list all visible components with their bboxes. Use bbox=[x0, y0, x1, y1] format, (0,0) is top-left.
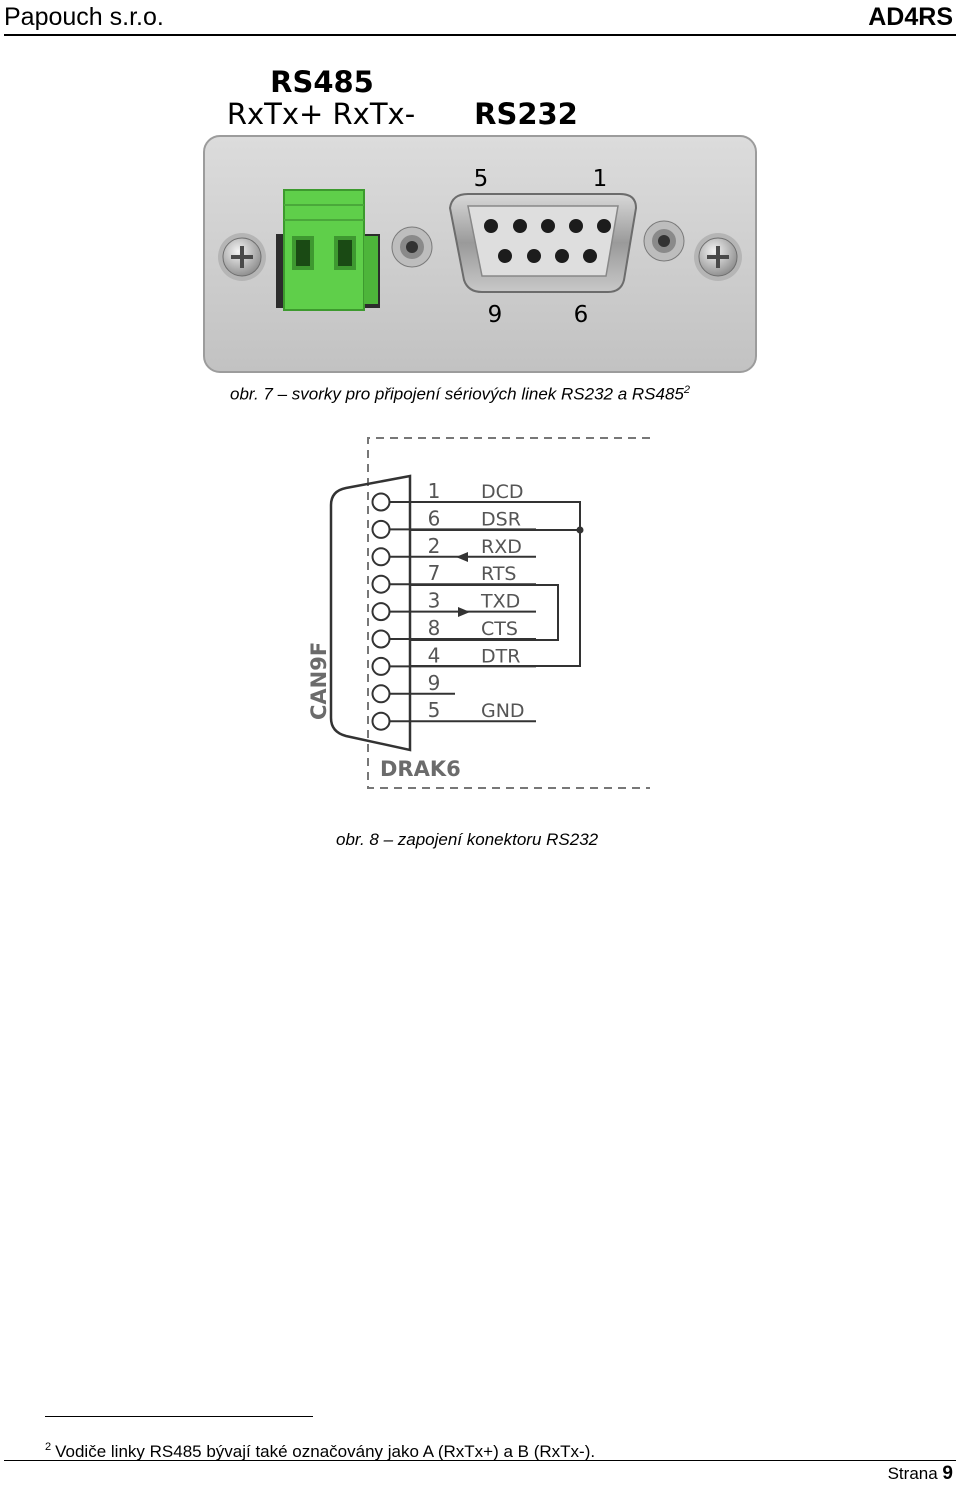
pin-5-circle bbox=[371, 711, 391, 731]
pin-3-circle bbox=[371, 602, 391, 622]
figure7-caption-text: obr. 7 – svorky pro připojení sériových … bbox=[230, 384, 684, 404]
footnote-separator bbox=[45, 1416, 313, 1417]
rs485-terminals-label: RxTx+ RxTx- bbox=[227, 97, 415, 131]
dsub9-connector bbox=[448, 193, 638, 293]
txd-arrow-icon bbox=[458, 607, 470, 617]
rs485-title: RS485 bbox=[270, 65, 374, 99]
bridge-junction-dot bbox=[576, 526, 584, 534]
dcd-dsr-dtr-bridge bbox=[410, 501, 581, 667]
pin-number-label: 5 bbox=[428, 698, 441, 722]
connector-type-label: CAN9F bbox=[307, 642, 331, 720]
pin-signal-label: DTR bbox=[481, 645, 520, 667]
figure8-caption: obr. 8 – zapojení konektoru RS232 bbox=[336, 830, 599, 849]
pin-label-top-left: 5 bbox=[474, 166, 489, 192]
page-label: Strana bbox=[887, 1464, 938, 1483]
rs485-terminal-block bbox=[276, 189, 380, 311]
pin-7-circle bbox=[371, 574, 391, 594]
footer-divider bbox=[4, 1460, 956, 1461]
pin-label-top-right: 1 bbox=[593, 166, 608, 192]
pin-number-label: 7 bbox=[428, 561, 441, 585]
footnote-reference: 2 bbox=[683, 384, 691, 396]
figure7-connector-photo: RS485 RxTx+ RxTx- RS232 bbox=[203, 65, 757, 373]
page-number: Strana 9 bbox=[888, 1464, 953, 1484]
pin-8-circle bbox=[371, 629, 391, 649]
pin-signal-label: DSR bbox=[481, 508, 521, 530]
pin-signal-label: TXD bbox=[480, 591, 520, 613]
page-number-value: 9 bbox=[942, 1463, 953, 1484]
pin-2-circle bbox=[371, 547, 391, 567]
pin-number-label: 9 bbox=[428, 671, 441, 695]
footnote-text: Vodiče linky RS485 bývají také označován… bbox=[55, 1442, 596, 1461]
device-label: DRAK6 bbox=[380, 757, 461, 781]
figure7-caption: obr. 7 – svorky pro připojení sériových … bbox=[230, 380, 690, 405]
pin-rows: 1 DCD 6 DSR 2 RXD 7 RTS 3 TXD 8 CTS 4 DTR 9 5 GND bbox=[371, 479, 536, 731]
pin-number-label: 3 bbox=[428, 589, 441, 613]
pin-signal-label: GND bbox=[481, 700, 525, 722]
header-company: Papouch s.r.o. bbox=[4, 3, 164, 31]
standoff-left-icon bbox=[391, 226, 433, 268]
footnote-number: 2 bbox=[45, 1441, 52, 1453]
pin-number-label: 4 bbox=[428, 643, 441, 667]
rs232-title: RS232 bbox=[474, 97, 578, 131]
rxd-arrow-icon bbox=[456, 552, 468, 562]
pin-label-bottom-right: 6 bbox=[574, 302, 589, 328]
header-divider bbox=[4, 34, 956, 36]
pin-number-label: 2 bbox=[428, 534, 441, 558]
pin-number-label: 1 bbox=[428, 479, 441, 503]
pin-number-label: 8 bbox=[428, 616, 441, 640]
pin-4-circle bbox=[371, 656, 391, 676]
screw-left-icon bbox=[218, 233, 266, 281]
pin-signal-label: RTS bbox=[481, 563, 517, 585]
pin-1-circle bbox=[371, 492, 391, 512]
screw-right-icon bbox=[694, 233, 742, 281]
header-product: AD4RS bbox=[868, 3, 953, 31]
rts-cts-loop bbox=[410, 584, 559, 641]
pin-9-circle bbox=[371, 684, 391, 704]
pin-label-bottom-left: 9 bbox=[488, 302, 503, 328]
device-boundary bbox=[367, 437, 650, 789]
pin-number-label: 6 bbox=[428, 506, 441, 530]
pin-6-circle bbox=[371, 519, 391, 539]
can9f-connector-outline bbox=[329, 474, 412, 752]
pin-signal-label: RXD bbox=[481, 536, 522, 558]
pin-signal-label: CTS bbox=[481, 618, 518, 640]
pin-signal-label: DCD bbox=[481, 481, 524, 503]
standoff-right-icon bbox=[643, 220, 685, 262]
